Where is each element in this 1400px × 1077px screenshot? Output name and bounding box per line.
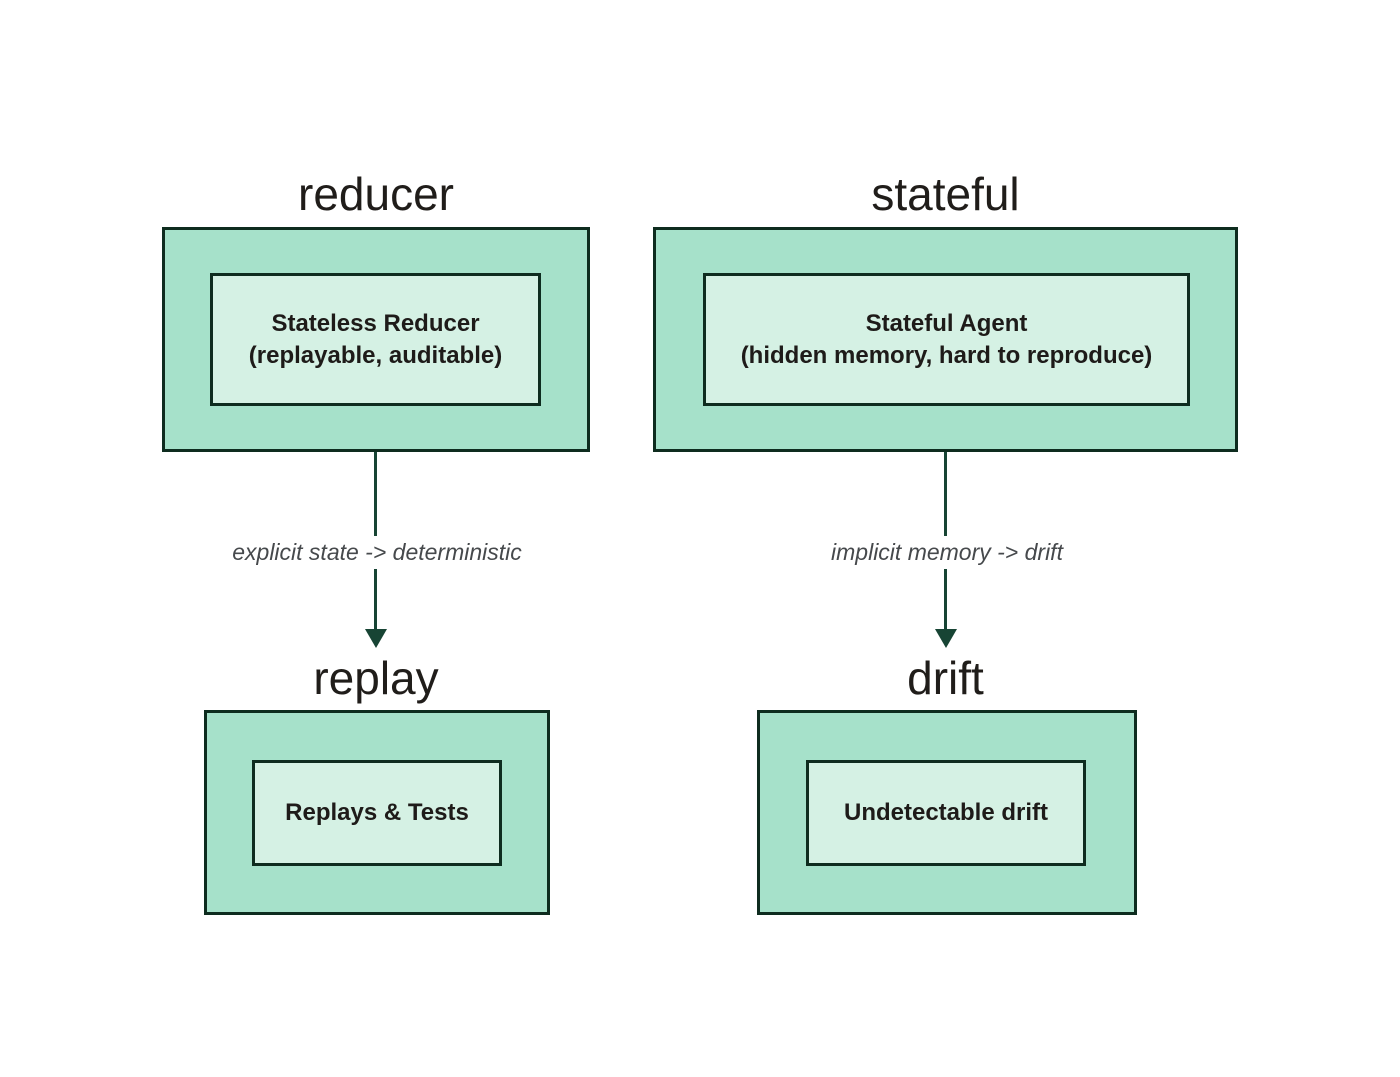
replay-box-label: Replays & Tests [277, 797, 477, 829]
drift-inner-box: Undetectable drift [806, 760, 1086, 866]
heading-replay: replay [313, 652, 439, 704]
stateful-arrow-label: implicit memory -> drift [823, 536, 1071, 569]
reducer-box-label: Stateless Reducer (replayable, auditable… [241, 308, 510, 372]
replay-inner-box: Replays & Tests [252, 760, 502, 866]
reducer-box-subtitle: (replayable, auditable) [248, 341, 503, 369]
heading-stateful: stateful [871, 168, 1020, 220]
stateful-arrow-head-icon [935, 629, 957, 648]
heading-drift: drift [907, 652, 984, 704]
reducer-arrow-head-icon [365, 629, 387, 648]
reducer-box-title: Stateless Reducer [271, 309, 480, 337]
drift-box-label: Undetectable drift [836, 797, 1056, 829]
reducer-arrow-label: explicit state -> deterministic [224, 536, 530, 569]
replay-box-title: Replays & Tests [285, 799, 469, 826]
heading-reducer: reducer [298, 168, 454, 220]
stateful-box-label: Stateful Agent (hidden memory, hard to r… [733, 308, 1161, 372]
stateful-inner-box: Stateful Agent (hidden memory, hard to r… [703, 273, 1190, 406]
stateful-box-title: Stateful Agent [865, 309, 1028, 337]
stateful-box-subtitle: (hidden memory, hard to reproduce) [740, 341, 1153, 369]
drift-box-title: Undetectable drift [843, 799, 1049, 826]
reducer-inner-box: Stateless Reducer (replayable, auditable… [210, 273, 541, 406]
